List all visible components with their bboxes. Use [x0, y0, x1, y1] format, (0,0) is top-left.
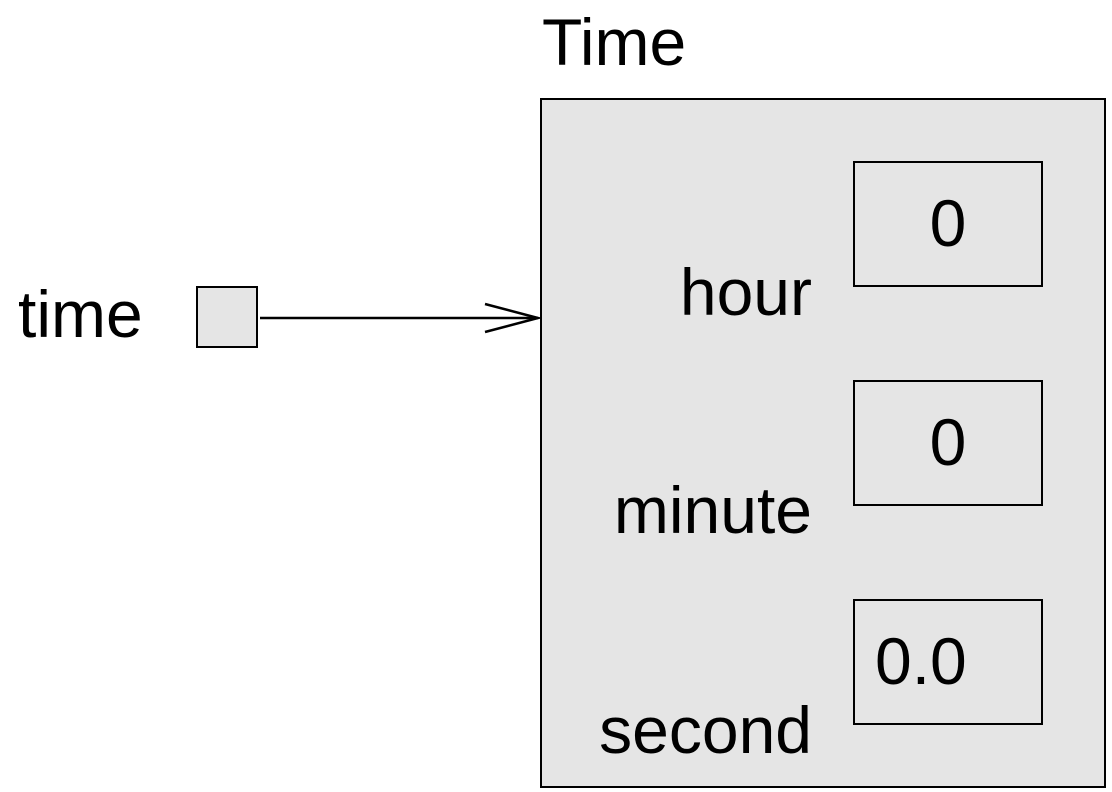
arrow-head [484, 302, 543, 334]
attribute-value-minute: 0 [853, 380, 1043, 506]
class-name-label: Time [542, 5, 687, 79]
attribute-label-minute: minute [613, 473, 812, 547]
attribute-value-hour: 0 [853, 161, 1043, 287]
reference-box [196, 286, 258, 348]
attribute-value-second: 0.0 [853, 599, 1043, 725]
variable-name-label: time [18, 277, 143, 351]
attribute-label-hour: hour [679, 255, 812, 329]
object-box: hour 0 minute 0 second 0.0 [540, 98, 1106, 788]
attribute-label-second: second [599, 693, 812, 767]
